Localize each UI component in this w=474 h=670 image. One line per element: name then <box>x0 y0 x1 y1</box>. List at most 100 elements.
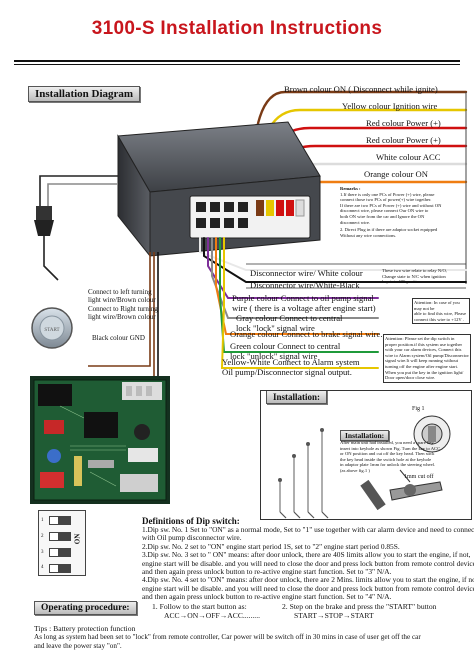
red-wire-label-1: Red colour Power (+) <box>366 118 441 128</box>
attention-line: turning off the engine after engine star… <box>385 363 459 369</box>
attention-line: Attention: In case of you may not be <box>414 300 460 311</box>
yellow-wire-label: Yellow colour Ignition wire <box>342 101 438 111</box>
tips-line: As long as system had been set to "lock"… <box>34 633 421 641</box>
relay-note: These two wire relate to relay N/O, Chan… <box>382 268 447 285</box>
attention-box-2: Attention: Please set the dip switch in … <box>383 334 471 383</box>
attention-line: with your car alarm devices, Connect thi… <box>385 347 462 353</box>
dip-line: and then again press unlock button to re… <box>142 567 392 577</box>
relay-note-line: key is in ON position. <box>382 279 423 285</box>
remarks-title: Remarks : <box>340 186 361 191</box>
dip-switch-4[interactable] <box>49 564 71 573</box>
yellow-white-line: Yellow-White Connect to Alarm system <box>222 357 360 367</box>
gray-wire-label: Gray colour Connect to central lock "loc… <box>236 313 342 333</box>
relay-note-line: These two wire relate to relay N/O, <box>382 268 447 273</box>
yellow-white-line: Oil pump/Disconnector signal output. <box>222 367 352 377</box>
fig-text-line: After main unit had installed, you need … <box>340 440 434 445</box>
right-turning-line: light wire/Brown colour <box>88 313 156 321</box>
installation-fig-text: After main unit had installed, you need … <box>340 440 440 474</box>
circuit-board-image <box>30 376 170 504</box>
green-wire-label: Green colour Connect to central lock "un… <box>230 341 340 361</box>
installation-illustration <box>260 390 472 520</box>
dip-number: 3 <box>41 550 44 555</box>
orange-brake-label: Orange colour Connect to brake signal wi… <box>230 329 383 339</box>
operating-procedure-header: Operating procedure: <box>34 601 137 615</box>
disconnector-white-black-label: Disconnector wire/White-Black <box>250 280 360 290</box>
dip-definitions: 1.Dip sw. No. 1 Set to "ON" as a normal … <box>142 525 474 602</box>
wiring-diagram: START <box>31 90 468 396</box>
dip-line: 3.Dip sw. No. 3 set to " ON" means: afte… <box>142 550 471 560</box>
step-2-sequence: START→STOP→START <box>294 611 374 620</box>
attention-box-1: Attention: In case of you may not be abl… <box>412 298 470 325</box>
step-1-sequence: ACC→ON→OFF→ACC......... <box>164 611 260 620</box>
dip-header: Definitions of Dip switch: <box>142 516 240 526</box>
dip-line: 2.Dip sw. No. 2 set to "ON" engine start… <box>142 541 400 551</box>
remarks-line: disconnect wire. <box>340 219 371 225</box>
left-turning-line: Connect to left turning <box>88 288 152 296</box>
gray-wire-line: Gray colour Connect to central <box>236 313 343 323</box>
dip-line: engine start will be disable. and you wi… <box>142 583 474 593</box>
dip-line: and then again press unlock button to re… <box>142 592 392 602</box>
dip-line: 4.Dip sw. No. 4 set to "ON" means: after… <box>142 575 474 585</box>
purple-wire-line: Purple colour Connect to oil pump signal <box>232 293 374 303</box>
step-2-line: 2. Step on the brake and press the "STAR… <box>282 602 437 611</box>
dip-line: with Oil pump disconnector wire. <box>142 533 242 543</box>
remarks-line: connect those two PCs of power(+) wire t… <box>340 197 432 203</box>
title-rule-top <box>14 60 460 62</box>
black-gnd-label: Black colour GND <box>92 334 145 342</box>
right-turning-label: Connect to Right turning light wire/Brow… <box>88 305 158 321</box>
remarks-block: Remarks : 1.If there is only one PCs of … <box>340 186 470 238</box>
left-turning-label: Connect to left turning light wire/Brown… <box>88 288 156 304</box>
brown-wire-label: Brown colour ON ( Disconnect while ignit… <box>284 84 438 94</box>
white-wire-label: White colour ACC <box>376 152 441 162</box>
dip-line: 1.Dip sw. No. 1 Set to "ON" as a normal … <box>142 525 474 534</box>
remarks-line: Without any wire connections. <box>340 232 397 238</box>
remarks-line: If there are two PCs of Power (+) wire a… <box>340 202 442 208</box>
fig-text-line: or ON position and cut off the key head.… <box>340 451 435 457</box>
dip-switch-1[interactable] <box>49 516 71 525</box>
dip-number: 2 <box>41 534 44 539</box>
page-title: 3100-S Installation Instructions <box>91 18 383 39</box>
fig-1-label: Fig 1 <box>412 406 425 412</box>
dip-number: 1 <box>41 518 44 523</box>
step-1-line: 1. Follow to the start button as: <box>152 602 247 611</box>
title-rule-bottom <box>14 64 460 65</box>
dip-switch: 1 2 3 4 ON <box>38 510 86 576</box>
remarks-line: both ON wire from the car and Ignore the… <box>340 213 425 219</box>
attention-line: When you put the key in the ignition lig… <box>385 369 464 375</box>
dip-line: engine start will be disable. and you wi… <box>142 558 474 568</box>
installation-sub-header: Installation: <box>340 430 390 441</box>
tips-line: and leave the power stay "on". <box>34 642 122 650</box>
green-wire-line: lock "unlock" signal wire <box>230 351 318 361</box>
fig-text-line: in adaptor plate 1mm for unlock the stee… <box>340 462 436 468</box>
tips-title: Tips : Battery protection function <box>34 624 136 633</box>
dip-switch-2[interactable] <box>49 532 71 541</box>
attention-line: Attention: Please set the dip switch in <box>385 336 455 341</box>
step-1: 1. Follow to the start button as: ACC→ON… <box>152 602 260 620</box>
right-turning-line: Connect to Right turning <box>88 305 158 313</box>
disconnector-white-label: Disconnector wire/ White colour <box>250 268 363 278</box>
attention-line: signal wire.It will keep running without <box>385 358 458 364</box>
orange-wire-label: Orange colour ON <box>364 169 428 179</box>
tips-block: Tips : Battery protection function As lo… <box>34 624 421 651</box>
green-wire-line: Green colour Connect to central <box>230 341 341 351</box>
dip-on-label: ON <box>73 533 82 545</box>
gray-wire-line: lock "lock" signal wire <box>236 323 315 333</box>
attention-line: proper position.if this system use toget… <box>385 341 463 347</box>
remarks-line: disconnect wire, please connect Our ON w… <box>340 208 429 214</box>
red-wire-label-2: Red colour Power (+) <box>366 135 441 145</box>
fig-text-line: insert into keyhole as shown Fig. Turn t… <box>340 445 441 451</box>
remarks-line: 1.If there is only one PCs of Power (+) … <box>340 191 435 197</box>
relay-note-line: Change state to N/C when ignition <box>382 273 446 279</box>
svg-text:START: START <box>44 328 59 333</box>
cut-off-label: 1mm cut off <box>404 474 434 480</box>
purple-wire-label: Purple colour Connect to oil pump signal… <box>232 293 376 313</box>
fig-text-line: the key head inside the switch hole at t… <box>340 456 432 462</box>
dip-number: 4 <box>41 565 44 570</box>
attention-line: wire to Alarm system/Oil pump/Disconnect… <box>385 352 469 358</box>
dip-switch-3[interactable] <box>49 548 71 557</box>
remarks-line: 2. Direct Plug in if there are adaptor s… <box>340 227 438 233</box>
attention-line: Door open/door close wire. <box>385 375 436 381</box>
attention-line: able to find this wire, Please <box>414 311 467 317</box>
fig-text-line: (as above fig.1 ) <box>340 467 370 473</box>
attention-line: connect this wire to +12V . <box>414 316 464 322</box>
